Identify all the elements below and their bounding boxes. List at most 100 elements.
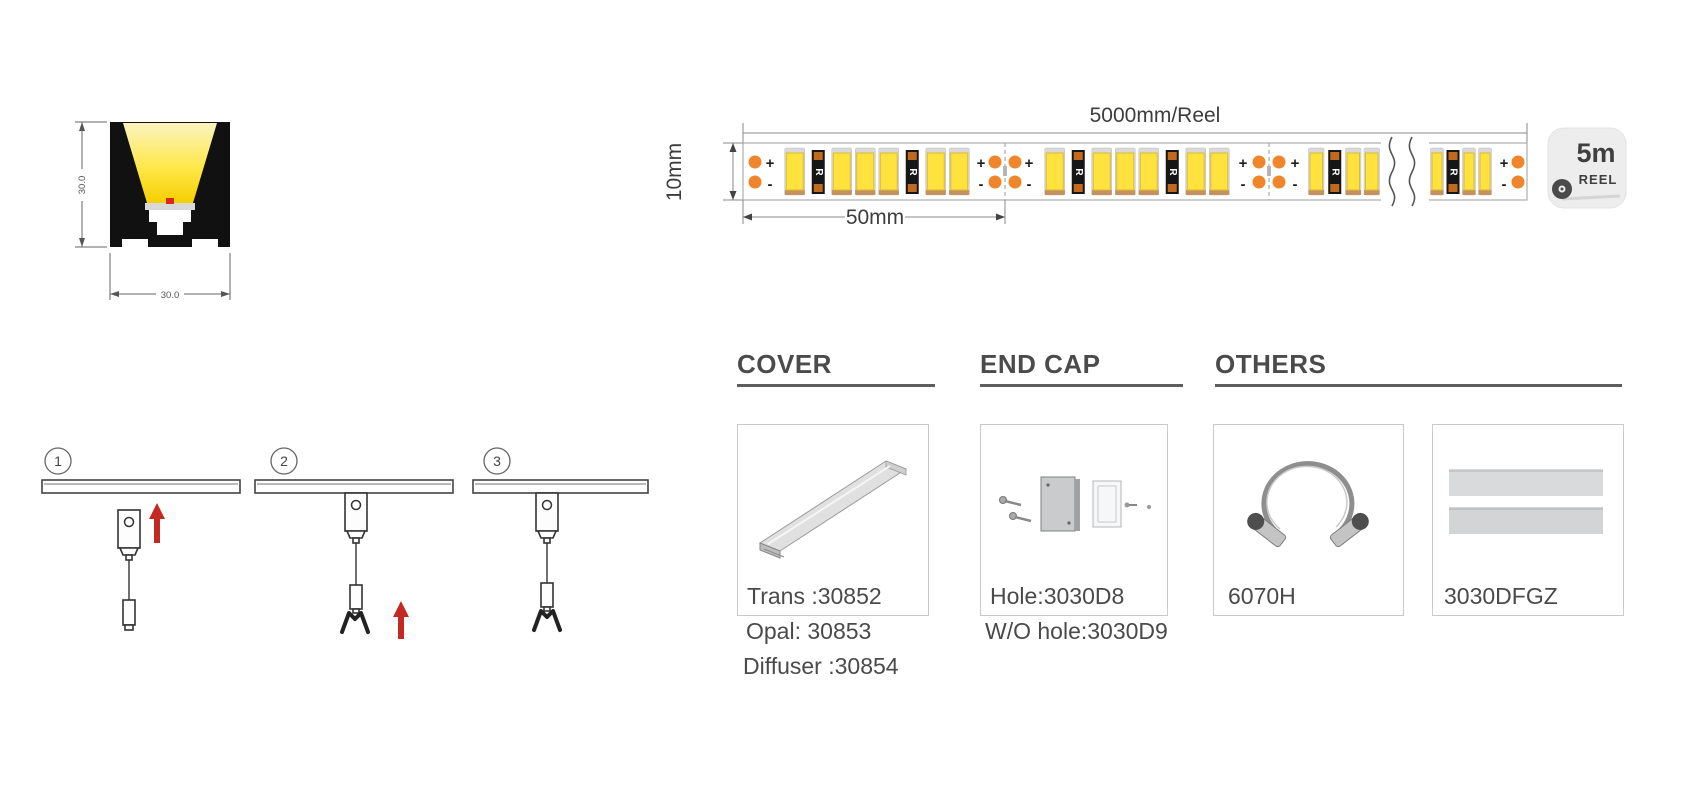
solder-pad bbox=[748, 175, 762, 189]
solder-pad bbox=[1008, 175, 1022, 189]
resistor: R bbox=[905, 150, 919, 194]
reel-length-dim: 5000mm/Reel bbox=[1090, 104, 1221, 127]
minus-label: - bbox=[979, 176, 984, 193]
led-chip bbox=[1091, 147, 1112, 196]
endcap-product-box: Hole:3030D8 bbox=[980, 424, 1168, 616]
profile-clip bbox=[532, 609, 562, 632]
solder-pad bbox=[1252, 175, 1266, 189]
suspension-bracket bbox=[344, 492, 368, 614]
reel-badge-text: REEL bbox=[1579, 172, 1618, 187]
cover-profile-image bbox=[758, 460, 908, 559]
suspension-wire-image bbox=[1247, 461, 1369, 548]
endcap-code: Hole:3030D8 bbox=[990, 583, 1125, 609]
led-chip bbox=[878, 147, 899, 196]
up-arrow-icon bbox=[149, 503, 165, 519]
solder-pad bbox=[1272, 175, 1286, 189]
plus-label: + bbox=[1025, 155, 1034, 172]
led-chip bbox=[1462, 147, 1476, 196]
led-chip bbox=[1209, 147, 1230, 196]
solder-pad bbox=[988, 175, 1002, 189]
suspension-bracket bbox=[117, 509, 141, 631]
dim-arrow-up bbox=[79, 122, 85, 131]
title-underline bbox=[1215, 384, 1622, 387]
others-product-box-1: 6070H bbox=[1213, 424, 1404, 616]
resistor: R bbox=[811, 150, 825, 194]
led-chip bbox=[1478, 147, 1492, 196]
svg-text:R: R bbox=[1073, 168, 1084, 176]
solder-pad bbox=[1008, 155, 1022, 169]
led-chip bbox=[1185, 147, 1206, 196]
solder-pad bbox=[1252, 155, 1266, 169]
led-chip bbox=[925, 147, 946, 196]
resistor: R bbox=[1071, 150, 1085, 194]
install-step-1: 1 bbox=[41, 447, 241, 631]
cover-code: Trans :30852 bbox=[747, 583, 882, 609]
plus-label: + bbox=[977, 155, 986, 172]
install-step-3: 3 bbox=[472, 447, 649, 632]
solder-pad bbox=[1511, 155, 1525, 169]
strip-break bbox=[1381, 136, 1429, 207]
led-chip bbox=[1345, 147, 1362, 196]
wire-adjuster bbox=[349, 584, 363, 610]
led-chip bbox=[1044, 147, 1065, 196]
suspension-bracket bbox=[535, 492, 559, 612]
step-1-number: 1 bbox=[54, 453, 62, 469]
resistor: R bbox=[1165, 150, 1179, 194]
cover-product-box: Trans :30852 bbox=[737, 424, 929, 616]
section-title-endcap: END CAP bbox=[980, 349, 1101, 379]
solder-pad bbox=[988, 155, 1002, 169]
profile-clip bbox=[340, 611, 370, 634]
svg-text:R: R bbox=[1329, 168, 1340, 176]
led-chip bbox=[1138, 147, 1159, 196]
cut-length-dim: 50mm bbox=[846, 206, 904, 229]
step-2-circle bbox=[270, 447, 298, 475]
solder-pad bbox=[1272, 155, 1286, 169]
step-3-number: 3 bbox=[493, 453, 501, 469]
minus-label: - bbox=[1241, 176, 1246, 193]
step-2-number: 2 bbox=[280, 453, 288, 469]
reel-badge-size: 5m bbox=[1576, 138, 1615, 168]
ceiling-rail bbox=[41, 479, 241, 494]
solder-pad bbox=[748, 155, 762, 169]
led-chip bbox=[1115, 147, 1136, 196]
title-underline bbox=[980, 384, 1183, 387]
others-product-box-2: 3030DFGZ bbox=[1432, 424, 1624, 616]
led-chip bbox=[1430, 147, 1444, 196]
resistor: R bbox=[1328, 150, 1342, 194]
install-step-2: 2 bbox=[254, 447, 454, 639]
led-chip bbox=[784, 147, 805, 196]
led-chip bbox=[1363, 147, 1380, 196]
others-code-1: 6070H bbox=[1228, 583, 1296, 609]
resistor: R bbox=[1446, 150, 1460, 194]
svg-text:R: R bbox=[907, 168, 918, 176]
profile-cross-section-diagram: 30.0 30.0 bbox=[75, 121, 231, 301]
minus-label: - bbox=[1027, 176, 1032, 193]
profile-width-dim: 30.0 bbox=[161, 290, 180, 301]
svg-text:R: R bbox=[1167, 168, 1178, 176]
minus-label: - bbox=[768, 176, 773, 193]
svg-text:R: R bbox=[1448, 168, 1459, 176]
section-title-others: OTHERS bbox=[1215, 349, 1327, 379]
led-chip bbox=[855, 147, 876, 196]
mounting-strips-image bbox=[1449, 469, 1603, 534]
minus-label: - bbox=[1502, 176, 1507, 193]
reel-tape bbox=[1561, 194, 1621, 201]
ceiling-rail bbox=[472, 479, 649, 494]
profile-height-dim: 30.0 bbox=[77, 176, 88, 195]
reel-badge: 5m REEL bbox=[1547, 127, 1627, 209]
light-beam bbox=[123, 123, 217, 203]
wire-adjuster bbox=[122, 599, 136, 626]
endcap-image bbox=[999, 476, 1151, 532]
led-chip bbox=[949, 147, 970, 196]
step-1-circle bbox=[44, 447, 72, 475]
title-underline bbox=[737, 384, 935, 387]
others-code-2: 3030DFGZ bbox=[1444, 583, 1558, 609]
strip-width-dim: 10mm bbox=[663, 143, 686, 201]
installation-steps-diagram: 1 2 bbox=[41, 447, 649, 639]
cover-note-opal: Opal: 30853 bbox=[746, 618, 872, 644]
section-title-cover: COVER bbox=[737, 349, 832, 379]
plus-label: + bbox=[1291, 155, 1300, 172]
